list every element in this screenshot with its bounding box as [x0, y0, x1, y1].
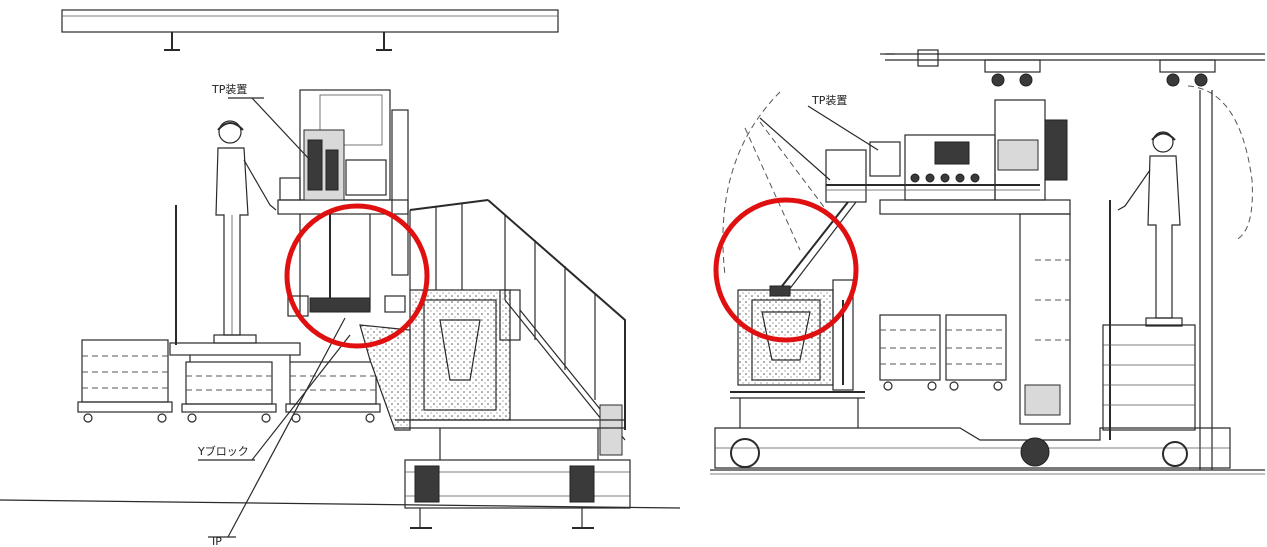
left-annotations: [198, 97, 351, 538]
left-operator-figure: [213, 120, 277, 344]
left-tp-device: [277, 89, 409, 320]
right-tp-device: [759, 99, 1071, 296]
left-overhead-beam: [61, 9, 559, 51]
left-highlight-circle: [284, 203, 430, 349]
left-label-ip: IP: [212, 535, 222, 547]
right-leader-line: [807, 105, 879, 151]
right-overhead-rail: [880, 49, 1265, 470]
right-vertical-column: [1019, 213, 1071, 425]
right-highlight-circle: [713, 197, 859, 343]
left-label-tp-device: TP装置: [211, 83, 247, 96]
right-view: TP装置: [710, 49, 1265, 475]
left-base-cart: [395, 419, 631, 529]
right-base-cart: [710, 391, 1265, 475]
right-operator-figure: [1117, 131, 1183, 327]
left-floor-line: [0, 499, 681, 509]
right-swing-arc: [722, 91, 781, 276]
left-hopper-unit: [359, 289, 521, 431]
right-containers: [879, 314, 1007, 391]
left-label-y-block: Yブロック: [197, 444, 249, 458]
right-label-tp-device: TP装置: [811, 94, 847, 107]
left-staircase: [409, 199, 626, 456]
left-containers: [77, 339, 381, 423]
left-operator-platform: [169, 205, 301, 362]
right-step-stand: [1102, 200, 1196, 440]
left-view: TP装置 Yブロック IP: [0, 9, 681, 547]
